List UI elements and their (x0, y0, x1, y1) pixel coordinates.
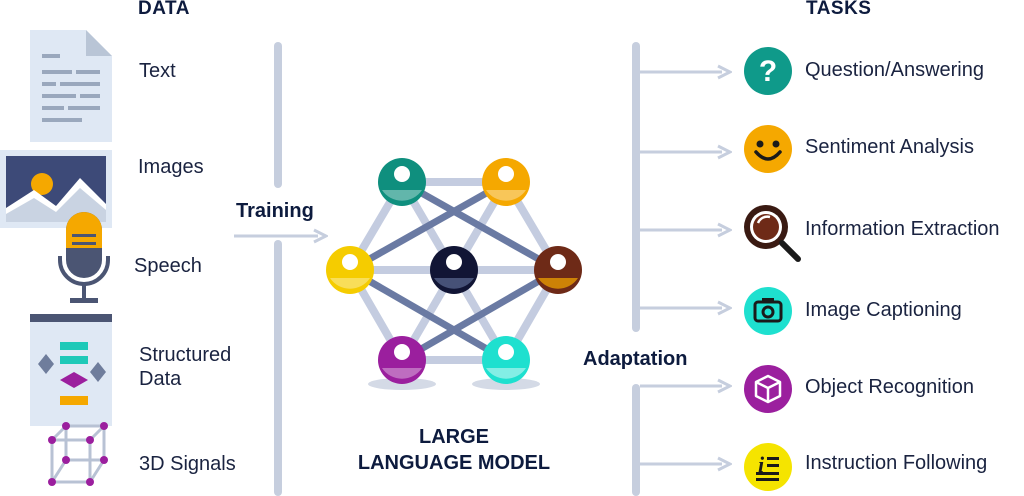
data-label-structured: Structured Data (139, 344, 232, 390)
svg-text:?: ? (759, 55, 777, 88)
training-label: Training (236, 200, 314, 222)
adaptation-divider-top (632, 42, 640, 332)
cube-icon (743, 364, 793, 414)
training-divider-top (274, 42, 282, 188)
question-icon: ? (743, 46, 793, 96)
document-icon (30, 30, 112, 142)
data-label-speech: Speech (134, 255, 202, 277)
smiley-icon (743, 124, 793, 174)
data-label-images: Images (138, 156, 204, 178)
task-label-sentiment-analysis: Sentiment Analysis (805, 136, 974, 158)
training-divider-bottom (274, 240, 282, 496)
llm-node-cyan (482, 336, 530, 384)
llm-node-brown (534, 246, 582, 294)
task-arrow-6 (640, 456, 732, 472)
task-arrow-4 (640, 300, 732, 316)
llm-node-yellow (326, 246, 374, 294)
model-title-line1: LARGE (419, 426, 489, 448)
flowchart-icon (30, 314, 112, 426)
data-label-text: Text (139, 60, 176, 82)
task-arrow-5 (640, 378, 732, 394)
magnifier-icon (743, 204, 803, 264)
llm-node-orange (482, 158, 530, 206)
llm-node-navy (430, 246, 478, 294)
task-label-instruction-following: Instruction Following (805, 452, 988, 474)
adaptation-label: Adaptation (583, 348, 688, 370)
model-title: LARGE LANGUAGE MODEL (334, 424, 574, 476)
model-title-line2: LANGUAGE MODEL (357, 452, 551, 474)
task-arrow-3 (640, 222, 732, 238)
llm-network (320, 148, 590, 398)
task-arrow-2 (640, 144, 732, 160)
llm-node-teal (378, 158, 426, 206)
camera-icon (743, 286, 793, 336)
task-arrow-1 (640, 64, 732, 80)
svg-text:i: i (758, 452, 765, 477)
instruction-list-icon: i (743, 442, 793, 492)
data-heading: DATA (138, 0, 190, 19)
microphone-icon (54, 210, 114, 306)
image-icon (0, 150, 112, 228)
task-label-object-recognition: Object Recognition (805, 376, 974, 398)
cube-wireframe-icon (44, 420, 116, 490)
task-label-question-answering: Question/Answering (805, 59, 984, 81)
data-label-3d-signals: 3D Signals (139, 453, 236, 475)
llm-node-purple (378, 336, 426, 384)
tasks-heading: TASKS (806, 0, 872, 19)
task-label-image-captioning: Image Captioning (805, 299, 962, 321)
training-arrow (234, 228, 328, 244)
adaptation-divider-bottom (632, 384, 640, 496)
task-label-information-extraction: Information Extraction (805, 218, 1000, 240)
